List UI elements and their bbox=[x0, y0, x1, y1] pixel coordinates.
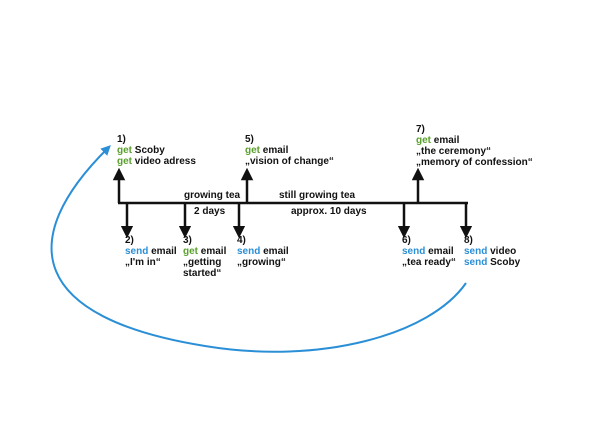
get-keyword: get bbox=[245, 145, 260, 156]
step-2-label: 2)send email„I'm in“ bbox=[125, 235, 177, 268]
step-line-text: „the ceremony“ bbox=[416, 146, 492, 157]
step-line: „vision of change“ bbox=[245, 156, 334, 167]
step-line: „the ceremony“ bbox=[416, 146, 533, 157]
send-keyword: send bbox=[464, 257, 488, 268]
step-line-text: Scoby bbox=[132, 145, 165, 156]
step-line-text: email bbox=[198, 246, 227, 257]
step-line: started“ bbox=[183, 268, 226, 279]
step-4-label: 4)send email„growing“ bbox=[237, 235, 289, 268]
step-line: send email bbox=[237, 246, 289, 257]
step-line-text: Scoby bbox=[487, 257, 521, 268]
step-line-text: „memory of confession“ bbox=[416, 157, 533, 168]
step-number: 2) bbox=[125, 235, 134, 246]
get-keyword: get bbox=[183, 246, 198, 257]
step-line: „I'm in“ bbox=[125, 257, 177, 268]
send-keyword: send bbox=[125, 246, 149, 257]
step-line-text: started“ bbox=[183, 268, 222, 279]
step-6-label: 6)send email„tea ready“ bbox=[402, 235, 456, 268]
step-number: 8) bbox=[464, 235, 473, 246]
phase-growing-tea-duration: 2 days bbox=[194, 206, 226, 217]
step-line-text: „growing“ bbox=[237, 257, 286, 268]
step-7-label: 7)get email„the ceremony“„memory of conf… bbox=[416, 124, 533, 168]
step-line: get email bbox=[416, 135, 533, 146]
step-line-text: video adress bbox=[132, 156, 196, 167]
send-keyword: send bbox=[464, 246, 488, 257]
get-keyword: get bbox=[117, 145, 132, 156]
phase-still-growing-tea-label: still growing tea bbox=[279, 190, 356, 201]
step-line-text: email bbox=[148, 246, 177, 257]
step-line: get email bbox=[245, 145, 334, 156]
step-line: send video bbox=[464, 246, 520, 257]
step-line: get video adress bbox=[117, 156, 196, 167]
step-line-text: „vision of change“ bbox=[245, 156, 334, 167]
step-line-text: email bbox=[260, 246, 289, 257]
step-5-label: 5)get email„vision of change“ bbox=[245, 134, 334, 167]
get-keyword: get bbox=[117, 156, 132, 167]
step-line-text: video bbox=[487, 246, 517, 257]
step-line: „growing“ bbox=[237, 257, 289, 268]
step-line: „tea ready“ bbox=[402, 257, 456, 268]
send-keyword: send bbox=[402, 246, 426, 257]
step-line-text: email bbox=[260, 145, 289, 156]
timeline-arrows bbox=[112, 167, 473, 239]
step-line-text: „I'm in“ bbox=[125, 257, 161, 268]
get-keyword: get bbox=[416, 135, 431, 146]
step-line-text: „tea ready“ bbox=[402, 257, 456, 268]
step-number: 4) bbox=[237, 235, 246, 246]
step-line: send email bbox=[125, 246, 177, 257]
step-line: „memory of confession“ bbox=[416, 157, 533, 168]
step-line-text: email bbox=[431, 135, 460, 146]
step-line: get Scoby bbox=[117, 145, 196, 156]
step-line-text: „getting bbox=[183, 257, 222, 268]
step-line: send email bbox=[402, 246, 456, 257]
step-number: 7) bbox=[416, 124, 425, 135]
step-line: send Scoby bbox=[464, 257, 520, 268]
step-number: 6) bbox=[402, 235, 411, 246]
step-number: 3) bbox=[183, 235, 192, 246]
send-keyword: send bbox=[237, 246, 261, 257]
step-line-text: email bbox=[425, 246, 454, 257]
loop-back-arrow bbox=[50, 145, 467, 353]
phase-growing-tea-label: growing tea bbox=[184, 190, 241, 201]
step-line: get email bbox=[183, 246, 226, 257]
phase-still-growing-tea-duration: approx. 10 days bbox=[291, 206, 367, 217]
step-line: „getting bbox=[183, 257, 226, 268]
step-number: 5) bbox=[245, 134, 254, 145]
step-number: 1) bbox=[117, 134, 126, 145]
